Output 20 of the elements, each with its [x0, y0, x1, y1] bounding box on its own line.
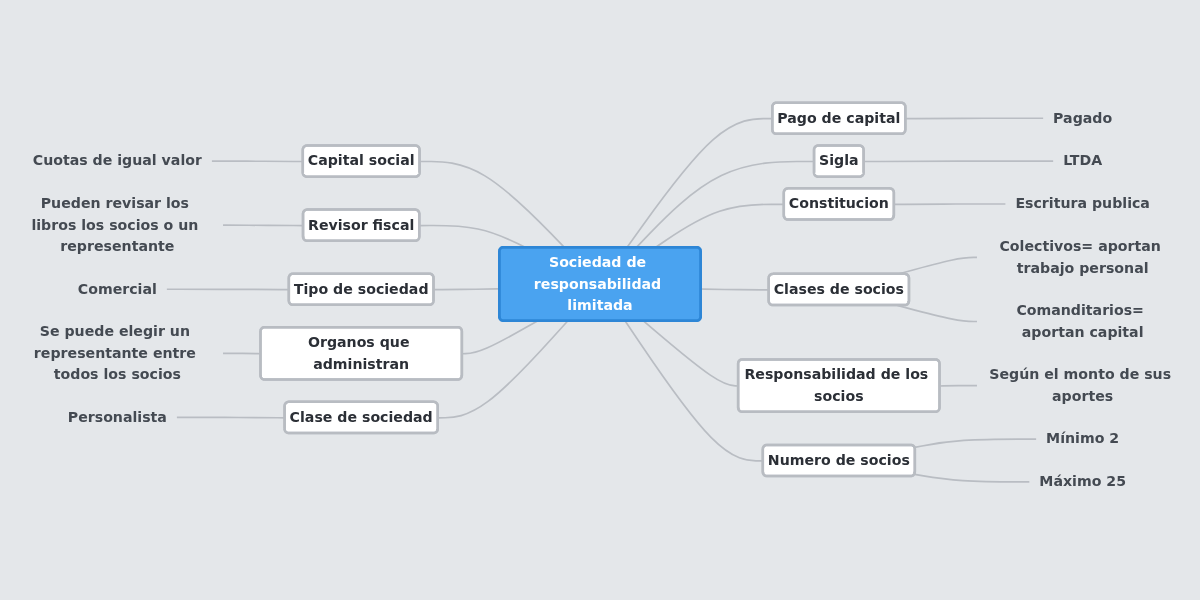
connector	[893, 203, 1007, 206]
connector	[939, 384, 978, 387]
connector	[913, 438, 1037, 449]
node-text: Pagado	[1053, 109, 1113, 126]
node-text: Personalista	[67, 408, 167, 426]
connector	[461, 320, 538, 355]
connector	[913, 473, 1031, 483]
node-text: LTDA	[1063, 152, 1103, 169]
node-text: Pueden revisar los libros los socios o un representante	[31, 194, 199, 255]
node-text: Comanditarios= aportan capital	[1016, 301, 1144, 340]
connector	[863, 160, 1054, 163]
node-text: Se puede elegir un representante entre todos los socios	[33, 323, 196, 383]
node-text: Según el monto de sus aportes	[989, 365, 1172, 404]
node-text: Colectivos= aportan trabajo personal	[999, 237, 1161, 276]
node-text: Comercial	[77, 280, 157, 297]
node-text: Máximo 25	[1039, 472, 1126, 490]
node-text: Cuotas de igual valor	[32, 152, 202, 169]
connector	[437, 320, 569, 419]
node-text: Escritura publica	[1015, 194, 1150, 212]
node-text: Mínimo 2	[1046, 430, 1120, 447]
